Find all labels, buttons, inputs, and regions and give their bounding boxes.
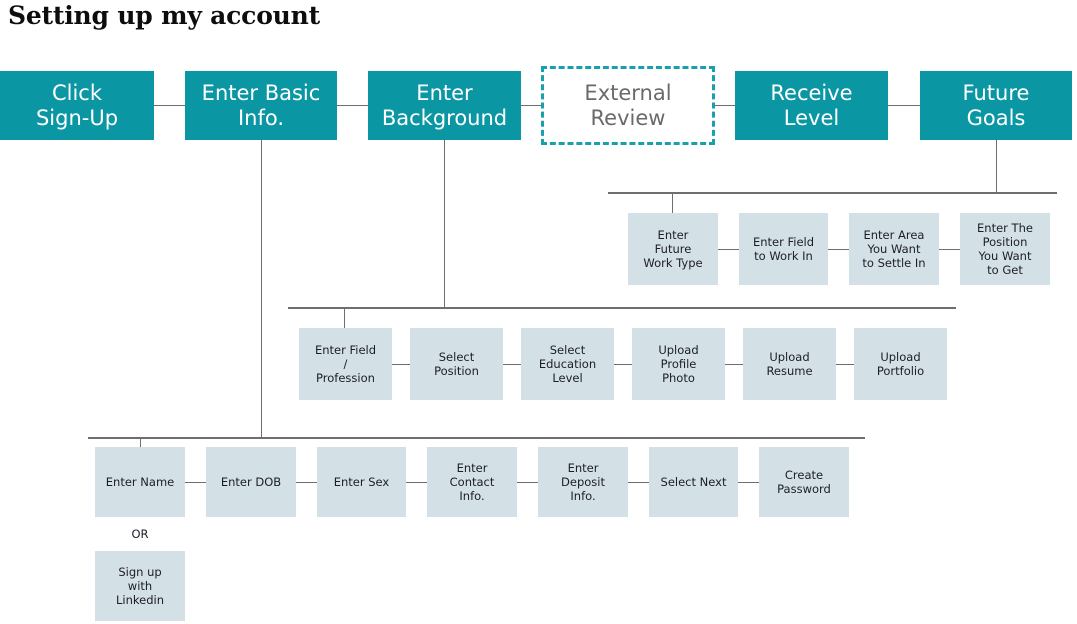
connector-bi-1-2 [185,482,206,483]
substep-enter-dob-label: Enter DOB [220,475,282,489]
connector-background-drop [444,140,445,308]
substep-create-password-label: Create Password [777,468,831,496]
step-enter-basic-info-label: Enter Basic Info. [201,80,321,130]
step-receive-level-label: Receive Level [770,80,853,130]
substep-enter-area-to-settle-in[interactable]: Enter Area You Want to Settle In [849,213,939,285]
step-enter-basic-info[interactable]: Enter Basic Info. [185,71,337,140]
step-receive-level[interactable]: Receive Level [735,71,888,140]
substep-upload-profile-photo-label: Upload Profile Photo [658,343,699,385]
step-external-review[interactable]: External Review [541,66,715,145]
connector-bi-4-5 [517,482,538,483]
substep-sign-up-with-linkedin-label: Sign up with Linkedin [116,565,164,607]
substep-enter-name-label: Enter Name [105,475,175,489]
substep-enter-area-to-settle-in-label: Enter Area You Want to Settle In [862,228,926,270]
substep-create-password[interactable]: Create Password [759,447,849,517]
substep-select-position[interactable]: Select Position [410,328,503,400]
connector-bg-2-3 [503,364,525,365]
step-enter-background-label: Enter Background [381,80,508,130]
connector-main-5-6 [888,105,920,106]
substep-upload-profile-photo[interactable]: Upload Profile Photo [632,328,725,400]
substep-upload-resume-label: Upload Resume [766,350,813,378]
substep-enter-field-to-work-in[interactable]: Enter Field to Work In [739,213,828,285]
substep-enter-contact-info-label: Enter Contact Info. [449,461,495,503]
connector-fg-1-2 [718,249,739,250]
connector-bg-1-2 [392,364,414,365]
substep-enter-dob[interactable]: Enter DOB [206,447,296,517]
connector-main-3-4 [521,105,541,106]
connector-fg-3-4 [939,249,960,250]
substep-select-education-level[interactable]: Select Education Level [521,328,614,400]
substep-enter-position-to-get-label: Enter The Position You Want to Get [977,221,1033,277]
step-click-sign-up[interactable]: Click Sign-Up [0,71,154,140]
connector-bi-2-3 [296,482,317,483]
substep-select-position-label: Select Position [434,350,479,378]
connector-bus-to-enter-future-work-type [672,192,673,213]
substep-enter-position-to-get[interactable]: Enter The Position You Want to Get [960,213,1050,285]
connector-bus-to-enter-name [140,437,141,448]
connector-bg-4-5 [725,364,747,365]
or-label: OR [131,527,149,541]
connector-main-4-5 [715,105,735,106]
substep-enter-contact-info[interactable]: Enter Contact Info. [427,447,517,517]
connector-bg-5-6 [836,364,858,365]
connector-main-2-3 [337,105,368,106]
substep-enter-field-profession-label: Enter Field / Profession [314,343,377,385]
bus-future-goals [608,192,1057,194]
connector-bi-6-7 [738,482,759,483]
substep-enter-field-to-work-in-label: Enter Field to Work In [752,235,815,263]
substep-select-next-label: Select Next [660,475,727,489]
step-external-review-label: External Review [584,80,672,130]
bus-basic-info [88,437,865,439]
substep-sign-up-with-linkedin[interactable]: Sign up with Linkedin [95,551,185,621]
substep-enter-name[interactable]: Enter Name [95,447,185,517]
bus-background [288,307,956,309]
connector-bg-3-4 [614,364,636,365]
substep-select-next[interactable]: Select Next [649,447,738,517]
substep-enter-sex[interactable]: Enter Sex [317,447,406,517]
step-future-goals-label: Future Goals [962,80,1030,130]
connector-basic-info-drop [261,140,262,438]
substep-enter-deposit-info[interactable]: Enter Deposit Info. [538,447,628,517]
connector-future-goals-drop [996,140,997,193]
substep-upload-portfolio[interactable]: Upload Portfolio [854,328,947,400]
substep-select-education-level-label: Select Education Level [538,343,597,385]
connector-bi-5-6 [628,482,649,483]
substep-enter-future-work-type-label: Enter Future Work Type [643,228,703,270]
step-enter-background[interactable]: Enter Background [368,71,521,140]
substep-enter-sex-label: Enter Sex [333,475,390,489]
connector-fg-2-3 [828,249,849,250]
substep-upload-portfolio-label: Upload Portfolio [876,350,925,378]
substep-enter-future-work-type[interactable]: Enter Future Work Type [628,213,718,285]
page-title: Setting up my account [8,1,320,30]
step-click-sign-up-label: Click Sign-Up [35,80,119,130]
substep-upload-resume[interactable]: Upload Resume [743,328,836,400]
substep-enter-deposit-info-label: Enter Deposit Info. [561,461,605,503]
connector-bus-to-enter-field-profession [344,307,345,328]
connector-main-1-2 [154,105,185,106]
substep-enter-field-profession[interactable]: Enter Field / Profession [299,328,392,400]
step-future-goals[interactable]: Future Goals [920,71,1072,140]
connector-bi-3-4 [406,482,427,483]
